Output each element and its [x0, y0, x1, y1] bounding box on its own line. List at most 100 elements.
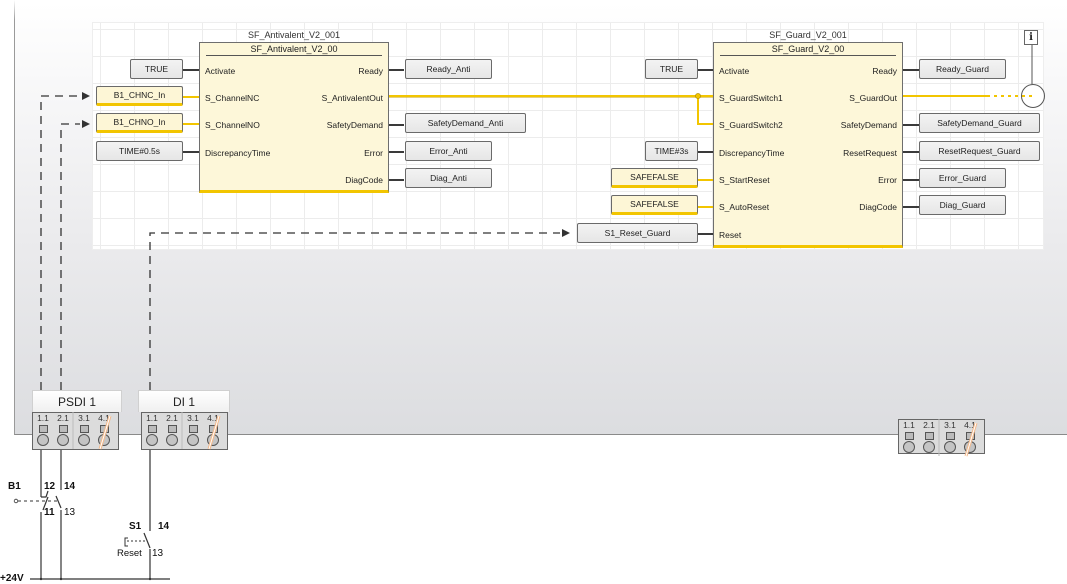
pin-error: Error	[364, 148, 383, 158]
panel-fade	[14, 0, 1067, 20]
s1-pushbutton-icon	[124, 537, 146, 547]
terminal-2-1[interactable]: 2.1	[162, 413, 182, 449]
terminal-block-unassigned[interactable]: 1.1 2.1 3.1 4.1	[898, 419, 985, 457]
led-icon	[148, 425, 157, 433]
screw-icon	[146, 434, 158, 446]
b1-contact-11: 11	[44, 507, 55, 518]
pin-ready: Ready	[872, 66, 897, 76]
module-label-di1[interactable]: DI 1	[138, 390, 230, 412]
screw-icon	[903, 441, 915, 453]
led-icon	[905, 432, 914, 440]
var-discrepancy-time-guard[interactable]: TIME#3s	[645, 141, 698, 161]
arrow-icon	[562, 229, 570, 237]
var-safefalse-start-reset[interactable]: SAFEFALSE	[611, 168, 698, 188]
terminal-1-1[interactable]: 1.1	[33, 413, 53, 449]
pin-activate: Activate	[719, 66, 750, 76]
var-discrepancy-time-anti[interactable]: TIME#0.5s	[96, 141, 183, 161]
wire	[698, 233, 713, 235]
b1-contact-14: 14	[64, 481, 76, 492]
var-reset-request-guard[interactable]: ResetRequest_Guard	[919, 141, 1040, 161]
var-error-anti[interactable]: Error_Anti	[405, 141, 492, 161]
wire	[698, 69, 713, 71]
supply-24v-label: +24V	[0, 573, 24, 584]
wire	[389, 124, 404, 126]
pin-diag-code: DiagCode	[345, 175, 383, 185]
pin-s-guard-switch-1: S_GuardSwitch1	[719, 93, 783, 103]
terminal-1-1[interactable]: 1.1	[899, 420, 919, 456]
screw-icon	[57, 434, 69, 446]
terminal-number: 2.1	[166, 413, 178, 423]
wire	[698, 151, 713, 153]
pin-diag-code: DiagCode	[859, 202, 897, 212]
terminal-3-1[interactable]: 3.1	[940, 420, 960, 456]
var-b1-chno-in[interactable]: B1_CHNO_In	[96, 113, 183, 133]
safe-connection-antivalent-to-guard[interactable]	[389, 93, 713, 125]
connector-latch-icon	[938, 419, 978, 457]
var-error-guard[interactable]: Error_Guard	[919, 168, 1006, 188]
terminal-block-psdi1[interactable]: 1.1 2.1 3.1 4.1	[32, 412, 119, 450]
led-icon	[946, 432, 955, 440]
b1-actuator-icon	[13, 498, 19, 504]
terminal-number: 2.1	[57, 413, 69, 423]
wire	[903, 69, 919, 71]
var-safety-demand-guard[interactable]: SafetyDemand_Guard	[919, 113, 1040, 133]
pin-s-channel-no: S_ChannelNO	[205, 120, 260, 130]
antivalent-function-block[interactable]: SF_Antivalent_V2_00 Activate S_ChannelNC…	[199, 42, 389, 193]
pin-activate: Activate	[205, 66, 236, 76]
led-icon	[59, 425, 68, 433]
screw-icon	[944, 441, 956, 453]
pin-safety-demand: SafetyDemand	[840, 120, 897, 130]
var-safefalse-auto-reset[interactable]: SAFEFALSE	[611, 195, 698, 215]
var-ready-anti[interactable]: Ready_Anti	[405, 59, 492, 79]
wire	[183, 69, 199, 71]
junction-dot	[695, 93, 701, 99]
terminal-number: 4.1	[207, 413, 219, 423]
wire	[183, 151, 199, 153]
info-icon[interactable]: i	[1024, 30, 1038, 45]
led-icon	[925, 432, 934, 440]
screw-icon	[166, 434, 178, 446]
screw-icon	[78, 434, 90, 446]
var-b1-chnc-in[interactable]: B1_CHNC_In	[96, 86, 183, 106]
terminal-3-1[interactable]: 3.1	[183, 413, 203, 449]
antivalent-instance-name: SF_Antivalent_V2_001	[247, 30, 341, 40]
terminal-2-1[interactable]: 2.1	[919, 420, 939, 456]
pin-discrepancy-time: DiscrepancyTime	[719, 148, 785, 158]
b1-label: B1	[8, 481, 21, 492]
var-s1-reset-guard[interactable]: S1_Reset_Guard	[577, 223, 698, 243]
guard-function-block[interactable]: SF_Guard_V2_00 Activate S_GuardSwitch1 S…	[713, 42, 903, 248]
var-diag-anti[interactable]: Diag_Anti	[405, 168, 492, 188]
wire	[903, 151, 919, 153]
b1-contact-12: 12	[44, 481, 56, 492]
terminal-3-1[interactable]: 3.1	[74, 413, 94, 449]
screw-icon	[37, 434, 49, 446]
terminal-number: 3.1	[78, 413, 90, 423]
s1-contact-13: 13	[152, 548, 164, 559]
var-safety-demand-anti[interactable]: SafetyDemand_Anti	[405, 113, 526, 133]
arrow-icon	[82, 92, 90, 100]
safe-wire	[698, 179, 713, 181]
led-icon	[168, 425, 177, 433]
terminal-number: 3.1	[187, 413, 199, 423]
terminal-2-1[interactable]: 2.1	[53, 413, 73, 449]
terminal-block-di1[interactable]: 1.1 2.1 3.1 4.1	[141, 412, 228, 450]
var-true-antivalent[interactable]: TRUE	[130, 59, 183, 79]
var-ready-guard[interactable]: Ready_Guard	[919, 59, 1006, 79]
led-icon	[80, 425, 89, 433]
b1-contact-13: 13	[64, 507, 76, 518]
var-true-guard[interactable]: TRUE	[645, 59, 698, 79]
info-callout-circle	[1021, 84, 1045, 108]
terminal-number: 1.1	[146, 413, 158, 423]
module-label-psdi1[interactable]: PSDI 1	[32, 390, 122, 412]
led-icon	[189, 425, 198, 433]
guard-instance-name: SF_Guard_V2_001	[769, 30, 847, 40]
safe-wire	[183, 123, 199, 125]
terminal-1-1[interactable]: 1.1	[142, 413, 162, 449]
arrow-icon	[82, 120, 90, 128]
wire	[903, 206, 919, 208]
pin-s-channel-nc: S_ChannelNC	[205, 93, 260, 103]
var-diag-guard[interactable]: Diag_Guard	[919, 195, 1006, 215]
field-wiring	[30, 450, 170, 580]
safe-wire	[698, 206, 713, 208]
dashed-link-chno	[60, 123, 80, 432]
